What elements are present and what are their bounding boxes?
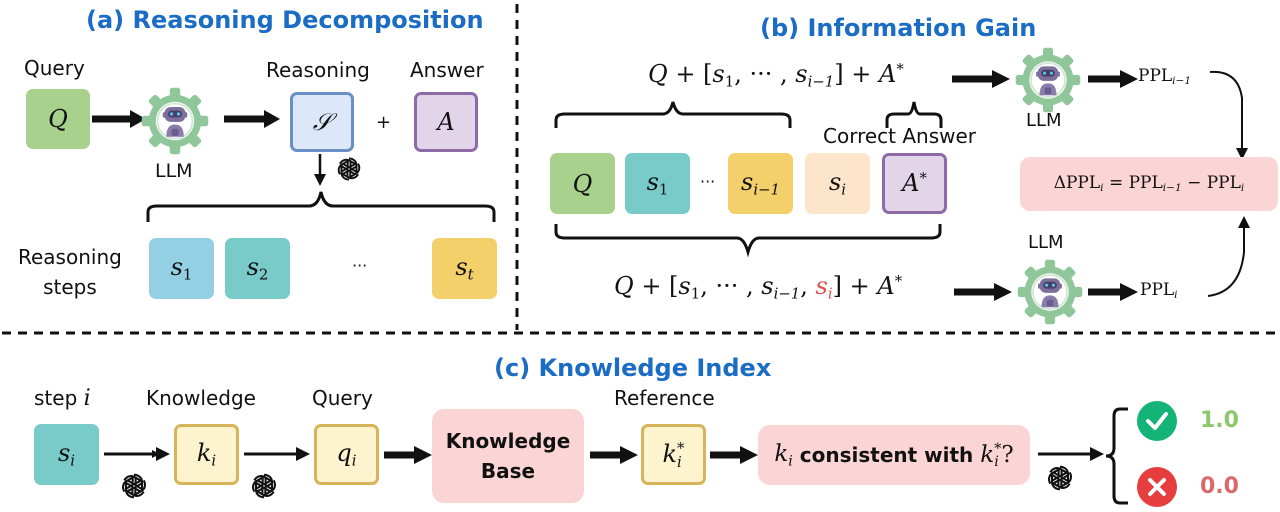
query-label: Query bbox=[24, 56, 85, 80]
brace-top-answer bbox=[885, 101, 943, 128]
brace-results bbox=[1105, 407, 1128, 505]
brace-steps bbox=[146, 191, 496, 222]
llm-label: LLM bbox=[155, 160, 193, 182]
arrow-kb-to-kstar bbox=[590, 446, 638, 464]
step-box-2: s2 bbox=[225, 238, 290, 299]
reasoning-symbol: 𝒮 bbox=[312, 108, 332, 136]
brace-bottom-all bbox=[554, 224, 942, 258]
steps-ellipsis: ··· bbox=[352, 256, 368, 275]
llm-robot-icon bbox=[140, 86, 210, 156]
check-circle-icon bbox=[1137, 401, 1177, 441]
arrow-llm-to-reasoning bbox=[224, 110, 280, 128]
panel-c-title: (c) Knowledge Index bbox=[494, 354, 772, 382]
answer-box: A bbox=[414, 92, 478, 152]
panel-b-title: (b) Information Gain bbox=[760, 14, 1037, 42]
llm-label-bottom: LLM bbox=[1028, 232, 1064, 253]
step-box-t: st bbox=[432, 238, 497, 299]
knowledge-base-box: Knowledge Base bbox=[432, 409, 584, 503]
knowledge-label: Knowledge bbox=[146, 386, 256, 410]
consistency-check-box: ki consistent with k*i? bbox=[758, 425, 1030, 485]
openai-icon-1 bbox=[118, 470, 150, 502]
arrow-ki-to-qi bbox=[244, 447, 310, 461]
curve-arrow-bottom bbox=[1207, 216, 1250, 297]
seq-ellipsis: ··· bbox=[700, 172, 716, 191]
llm-label-top: LLM bbox=[1026, 110, 1062, 131]
query-label-c: Query bbox=[312, 386, 373, 410]
seq-box-si: si bbox=[805, 153, 870, 214]
reasoning-box: 𝒮 bbox=[290, 92, 354, 152]
delta-ppl-box: ΔPPLi = PPLi−1 − PPLi bbox=[1020, 157, 1278, 211]
seq-box-si-1: si−1 bbox=[728, 153, 793, 214]
openai-icon bbox=[334, 154, 364, 184]
query-symbol: Q bbox=[48, 105, 68, 133]
cross-circle-icon bbox=[1137, 467, 1177, 507]
formula-top: Q + [s1, ··· , si−1] + A* bbox=[648, 60, 904, 91]
steps-label: Reasoning steps bbox=[18, 245, 122, 299]
seq-box-answer: A* bbox=[882, 153, 947, 214]
arrow-kstar-to-check bbox=[710, 446, 758, 464]
si-box: si bbox=[34, 424, 99, 485]
reasoning-label: Reasoning bbox=[266, 58, 370, 82]
llm-robot-icon-top bbox=[1014, 46, 1082, 114]
step-i-label: step i bbox=[34, 386, 91, 411]
reference-label: Reference bbox=[614, 386, 715, 410]
panel-a-title: (a) Reasoning Decomposition bbox=[86, 6, 484, 34]
correct-answer-label: Correct Answer bbox=[823, 124, 977, 148]
answer-symbol: A bbox=[437, 108, 455, 136]
query-box: Q bbox=[26, 89, 90, 149]
answer-label: Answer bbox=[410, 58, 484, 82]
arrow-llm-to-ppl-bottom bbox=[1088, 283, 1138, 301]
curve-arrow-top bbox=[1209, 70, 1248, 160]
seq-box-s1: s1 bbox=[625, 153, 690, 214]
formula-bottom: Q + [s1, ··· , si−1, si] + A* bbox=[614, 272, 903, 303]
arrow-down-decompose bbox=[314, 154, 326, 186]
qi-box: qi bbox=[314, 424, 379, 485]
arrow-si-to-ki bbox=[104, 447, 170, 461]
arrow-query-to-llm bbox=[92, 110, 146, 128]
ki-box: ki bbox=[174, 424, 239, 485]
arrow-bottom-to-llm bbox=[954, 283, 1012, 301]
ppl-top: PPLi−1 bbox=[1138, 66, 1192, 88]
brace-top-prefix bbox=[554, 101, 792, 128]
plus-sign: + bbox=[376, 112, 392, 133]
openai-icon-3 bbox=[1044, 462, 1076, 494]
step-box-1: s1 bbox=[149, 238, 214, 299]
openai-icon-2 bbox=[248, 470, 280, 502]
seq-box-q: Q bbox=[550, 153, 615, 214]
arrow-check-to-result bbox=[1038, 447, 1104, 461]
arrow-top-to-llm bbox=[952, 70, 1010, 88]
score-true: 1.0 bbox=[1200, 408, 1239, 433]
llm-robot-icon-bottom bbox=[1016, 258, 1084, 326]
arrow-qi-to-kb bbox=[384, 446, 432, 464]
arrow-llm-to-ppl-top bbox=[1088, 70, 1138, 88]
kstar-box: k*i bbox=[641, 424, 706, 485]
score-false: 0.0 bbox=[1200, 474, 1239, 499]
ppl-bottom: PPLi bbox=[1140, 280, 1178, 302]
